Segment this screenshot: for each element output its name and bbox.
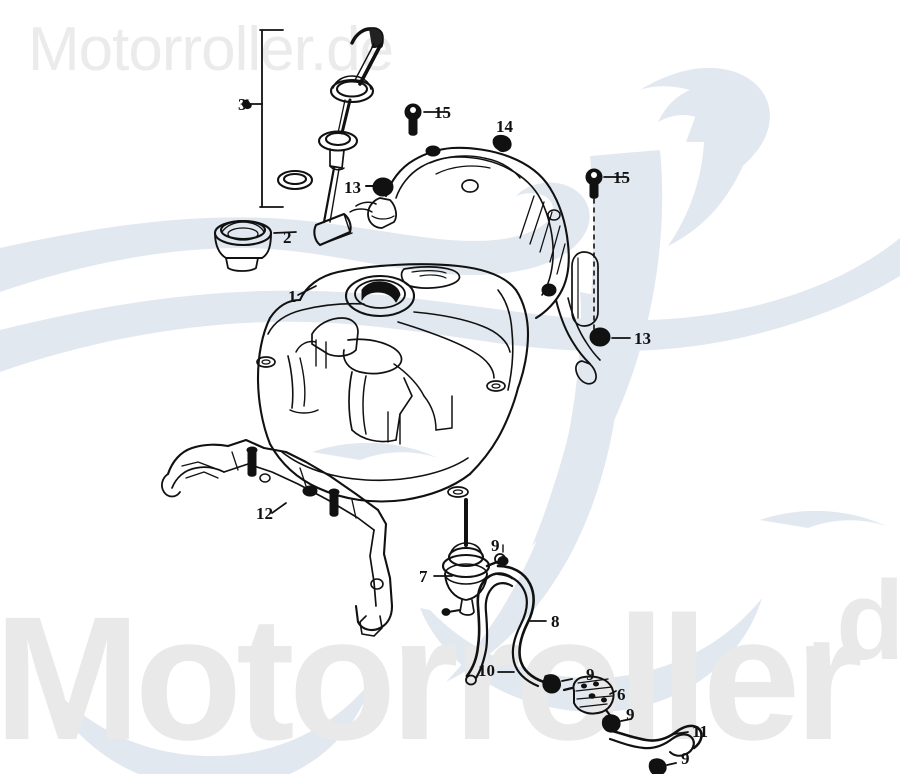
fuel-valve-petcock: [441, 498, 506, 616]
callout-label-13b[interactable]: 13: [634, 329, 651, 348]
collar-nut-13-right: [589, 327, 611, 347]
callout-label-15a[interactable]: 15: [434, 103, 451, 122]
callout-label-10[interactable]: 10: [478, 661, 495, 680]
callout-label-1[interactable]: 1: [288, 287, 297, 306]
callout-label-9a[interactable]: 9: [491, 536, 500, 555]
vent-hose-10: [465, 572, 514, 686]
fuel-filter-6: [562, 675, 615, 720]
callout-label-6[interactable]: 6: [617, 685, 626, 704]
callout-label-7[interactable]: 7: [419, 567, 428, 586]
fuel-hose-8: [496, 564, 546, 688]
hose-clamp-9-filter-in: [542, 674, 573, 694]
callout-label-15b[interactable]: 15: [613, 168, 630, 187]
watermark-top-text: Motorroller.de: [28, 15, 394, 84]
collar-nut-13-left: [365, 177, 394, 197]
tank-mounting-bracket: [161, 438, 394, 637]
callout-label-9c[interactable]: 9: [626, 705, 635, 724]
callout-label-11[interactable]: 11: [692, 722, 709, 741]
watermark-bottom-suffix: .d: [806, 558, 900, 683]
callout-bracket-3: [249, 29, 284, 208]
bolt-15-right: [585, 168, 603, 331]
tank-side-mount: [571, 251, 599, 327]
hose-clamp-9-filter-out: [601, 714, 632, 733]
fuel-sender-assembly: [313, 27, 384, 247]
callout-label-9d[interactable]: 9: [681, 749, 690, 768]
outlet-hose-11: [608, 724, 703, 757]
callout-label-2[interactable]: 2: [283, 228, 292, 247]
callout-label-12[interactable]: 12: [256, 504, 273, 523]
bolt-15-top: [404, 103, 422, 136]
leader-lines: [271, 111, 689, 735]
sender-gasket: [276, 169, 314, 191]
callout-label-13a[interactable]: 13: [344, 178, 361, 197]
fuel-cap: [213, 219, 273, 272]
callout-label-3[interactable]: 3: [238, 95, 247, 114]
callout-label-9b[interactable]: 9: [586, 665, 595, 684]
callout-label-14[interactable]: 14: [496, 117, 513, 136]
callout-label-8[interactable]: 8: [551, 612, 560, 631]
tank-strap-bracket: [349, 134, 601, 385]
watermark-bottom-text: Motorroller: [0, 581, 863, 774]
fuel-tank: [256, 263, 530, 503]
